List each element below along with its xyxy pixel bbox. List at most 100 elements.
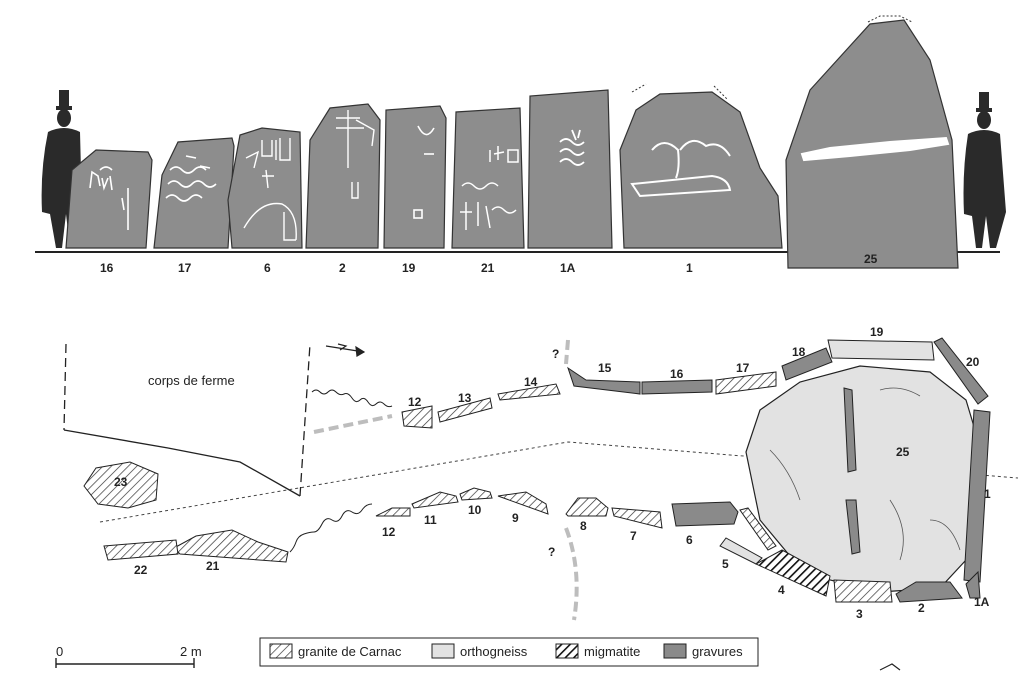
plan-stone-16	[567, 366, 641, 395]
wall-line-south	[289, 503, 373, 553]
plan-stone-1	[963, 409, 991, 583]
plan-label-17: 16	[670, 367, 684, 381]
plan-label-2: 2	[918, 601, 925, 615]
scale-start-label: 0	[56, 644, 63, 659]
plan-stone-2	[895, 581, 963, 603]
plan-view: corps de ferme	[63, 325, 1019, 621]
engraving-25	[800, 136, 950, 162]
plan-label-1A: 1A	[974, 595, 990, 609]
elevation-label-17: 17	[178, 261, 192, 275]
plan-stone-4	[754, 549, 831, 597]
arrow-icon	[325, 343, 366, 357]
plan-label-25: 25	[896, 445, 910, 459]
engraving-21	[460, 146, 519, 230]
elevation-label-1: 1	[686, 261, 693, 275]
plan-label-8: 8	[580, 519, 587, 533]
elevation-view: 16 17 6 2 19 21 1A 1 25	[35, 15, 1006, 275]
plan-label-7: 7	[630, 529, 637, 543]
plan-stone-9	[497, 491, 549, 515]
elevation-label-2: 2	[339, 261, 346, 275]
plan-engraving-25	[843, 387, 861, 555]
plan-stone-8	[565, 497, 609, 517]
plan-label-12: 12	[382, 525, 396, 539]
plan-label-10: 10	[468, 503, 482, 517]
plan-label-21: 20	[966, 355, 980, 369]
possible-wall-grey-2	[564, 339, 570, 365]
plan-stone-25-cracks	[769, 387, 961, 561]
plan-stone-5	[719, 537, 763, 565]
plan-label-14: 13	[458, 391, 472, 405]
legend-label-migmatite: migmatite	[584, 644, 640, 659]
possible-wall-grey-3	[564, 527, 579, 621]
legend-swatch-orthogneiss	[431, 643, 455, 659]
elevation-label-6: 6	[264, 261, 271, 275]
plan-label-20: 19	[870, 325, 884, 339]
plan-stone-1A	[965, 570, 981, 599]
legend-label-gravures: gravures	[692, 644, 743, 659]
stele-2	[305, 103, 381, 249]
elevation-label-19: 19	[402, 261, 416, 275]
plan-stone-22	[173, 529, 289, 563]
partial-mark	[879, 663, 901, 671]
plan-stone-18	[715, 371, 777, 395]
plan-label-9: 9	[512, 511, 519, 525]
plan-label-18: 17	[736, 361, 750, 375]
plan-stone-11	[411, 491, 459, 509]
plan-stone-10	[459, 487, 493, 501]
plan-label-22: 21	[206, 559, 220, 573]
stele-16	[65, 149, 153, 249]
legend-label-granite: granite de Carnac	[298, 644, 402, 659]
plan-label-19: 18	[792, 345, 806, 359]
stele-6	[227, 127, 303, 249]
stele-21	[451, 107, 525, 249]
plan-stone-7	[611, 507, 663, 529]
plan-label-11: 11	[424, 513, 437, 527]
plan-label-13: 12	[408, 395, 422, 409]
plan-label-5: 5	[722, 557, 729, 571]
stele-1	[619, 91, 783, 249]
plan-label-4: 4	[778, 583, 785, 597]
plan-label-24: 23	[114, 475, 128, 489]
plan-stone-20	[827, 339, 935, 361]
legend-label-orthogneiss: orthogneiss	[460, 644, 528, 659]
plan-stone-23	[103, 539, 179, 561]
plan-label-1: 1	[984, 487, 991, 501]
plan-stone-14	[437, 397, 493, 423]
plan-label-23: 22	[134, 563, 148, 577]
elevation-label-16: 16	[100, 261, 114, 275]
plan-label-15: 14	[524, 375, 538, 389]
engraving-17	[165, 155, 217, 202]
legend: granite de Carnac orthogneiss migmatite …	[259, 637, 759, 667]
engraving-16	[89, 166, 129, 230]
legend-swatch-migmatite	[555, 643, 579, 659]
plan-label-3: 3	[856, 607, 863, 621]
scale-bar: 0 2 m	[55, 644, 202, 668]
person-silhouette-right	[963, 92, 1006, 248]
plan-stone-6	[671, 501, 739, 527]
engraving-19	[413, 125, 435, 219]
plan-label-16: 15	[598, 361, 612, 375]
plan-stone-19	[781, 347, 833, 381]
plan-label-6: 6	[686, 533, 693, 547]
engraving-1A	[559, 129, 585, 166]
stele-19	[383, 105, 447, 249]
plan-stone-24	[83, 461, 159, 509]
unknown-mark-south: ?	[548, 545, 555, 559]
farm-building-outline	[63, 343, 311, 497]
stele-1A	[527, 89, 613, 249]
plan-stone-15	[497, 383, 561, 401]
plan-stone-21	[933, 337, 989, 405]
elevation-label-25: 25	[864, 252, 878, 266]
plan-stone-6b	[739, 507, 777, 551]
engraving-6	[243, 138, 297, 241]
legend-swatch-granite	[269, 643, 293, 659]
building-label: corps de ferme	[148, 373, 235, 388]
plan-stone-3	[833, 579, 893, 603]
elevation-label-21: 21	[481, 261, 495, 275]
scale-end-label: 2 m	[180, 644, 202, 659]
engraving-2	[336, 110, 375, 199]
plan-stone-17	[641, 379, 713, 395]
plan-stone-12	[375, 507, 411, 517]
